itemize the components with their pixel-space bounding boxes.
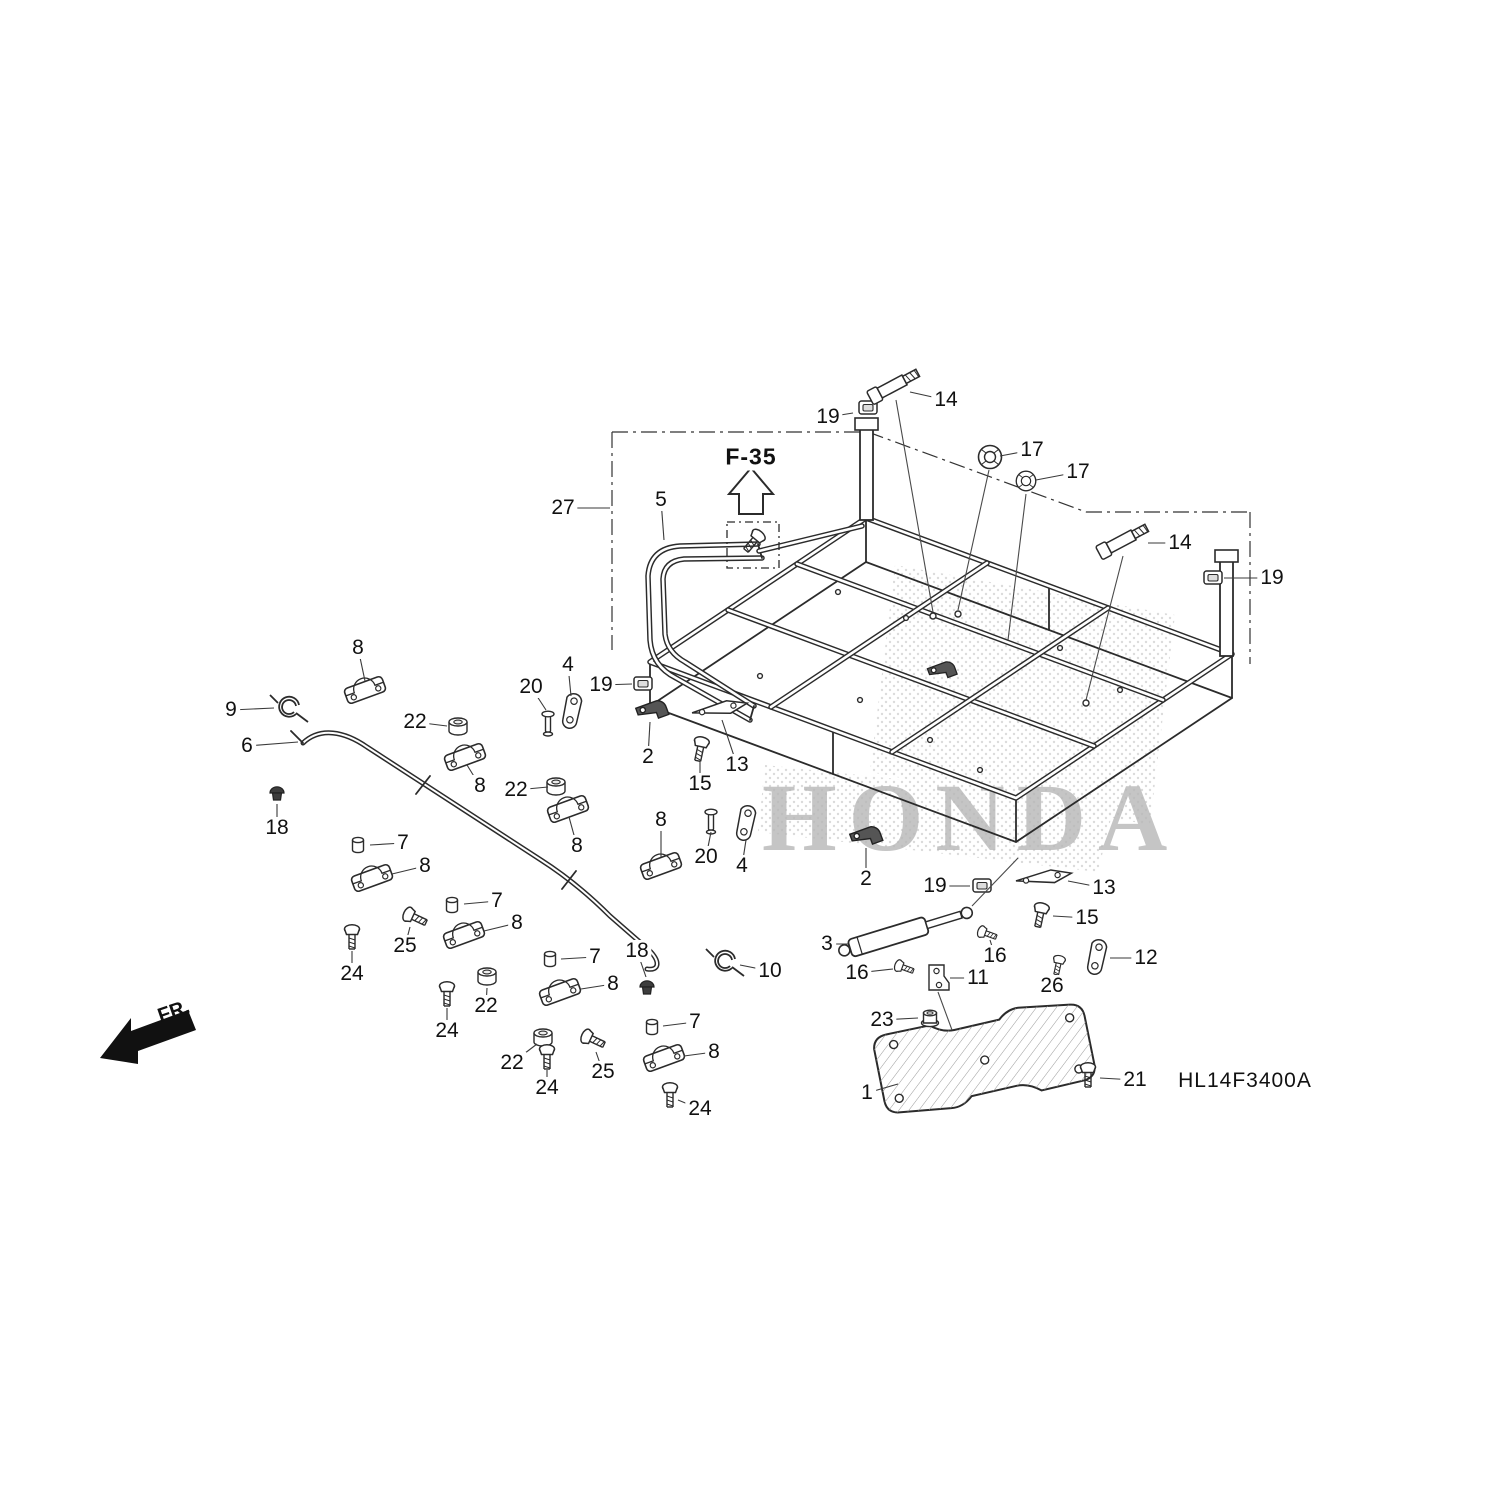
part-callout-25: 25 <box>390 934 420 958</box>
part-callout-20: 20 <box>691 845 721 869</box>
gate-frame <box>645 523 865 723</box>
part-callout-24: 24 <box>685 1097 715 1121</box>
part-callout-27: 27 <box>548 496 578 520</box>
part-callout-9: 9 <box>222 698 240 722</box>
part-callout-4: 4 <box>733 854 751 878</box>
part-callout-22: 22 <box>497 1051 527 1075</box>
part-callout-18: 18 <box>622 939 652 963</box>
part-callout-8: 8 <box>508 911 526 935</box>
part-callout-20: 20 <box>516 675 546 699</box>
part-callout-8: 8 <box>652 808 670 832</box>
halftone-texture <box>758 565 1175 872</box>
part-callout-8: 8 <box>568 834 586 858</box>
fr-arrow <box>100 1010 196 1064</box>
part-callout-13: 13 <box>1089 876 1119 900</box>
part-callout-7: 7 <box>394 831 412 855</box>
part-callout-10: 10 <box>755 959 785 983</box>
part-callout-8: 8 <box>471 774 489 798</box>
part-callout-12: 12 <box>1131 946 1161 970</box>
part-callout-19: 19 <box>586 673 616 697</box>
part-callout-6: 6 <box>238 734 256 758</box>
part-callout-14: 14 <box>1165 531 1195 555</box>
part-callout-26: 26 <box>1037 974 1067 998</box>
part-callout-24: 24 <box>532 1076 562 1100</box>
part-callout-1: 1 <box>858 1081 876 1105</box>
part-callout-16: 16 <box>842 961 872 985</box>
part-callout-15: 15 <box>685 772 715 796</box>
boundary-box <box>611 431 1251 664</box>
part-callout-19: 19 <box>1257 566 1287 590</box>
part-callout-8: 8 <box>416 854 434 878</box>
part-callout-7: 7 <box>488 889 506 913</box>
part-callout-11: 11 <box>964 966 992 990</box>
release-rod <box>290 730 660 972</box>
part-callout-8: 8 <box>349 636 367 660</box>
part-callout-22: 22 <box>501 778 531 802</box>
part-callout-8: 8 <box>604 972 622 996</box>
part-callout-22: 22 <box>400 710 430 734</box>
part-callout-25: 25 <box>588 1060 618 1084</box>
part-callout-19: 19 <box>920 874 950 898</box>
part-callout-17: 17 <box>1063 460 1093 484</box>
diagram-code: HL14F3400A <box>1178 1069 1312 1093</box>
part-callout-14: 14 <box>931 388 961 412</box>
f35-reference-arrow <box>726 466 780 569</box>
part-callout-15: 15 <box>1072 906 1102 930</box>
gas-strut <box>838 906 974 958</box>
part-callout-2: 2 <box>639 745 657 769</box>
part-callout-2: 2 <box>857 867 875 891</box>
part-callout-8: 8 <box>705 1040 723 1064</box>
part-callout-3: 3 <box>818 932 836 956</box>
part-callout-24: 24 <box>337 962 367 986</box>
part-callout-7: 7 <box>586 945 604 969</box>
part-callout-4: 4 <box>559 653 577 677</box>
part-callout-24: 24 <box>432 1019 462 1043</box>
part-callout-23: 23 <box>867 1008 897 1032</box>
bed-frame <box>647 417 1239 844</box>
assembly-guide-lines <box>895 399 1124 1031</box>
part-callout-22: 22 <box>471 994 501 1018</box>
part-callout-16: 16 <box>980 944 1010 968</box>
part-callout-7: 7 <box>686 1010 704 1034</box>
part-callout-21: 21 <box>1120 1068 1150 1092</box>
reference-label: F-35 <box>725 443 777 471</box>
part-callout-13: 13 <box>722 753 752 777</box>
floor-plate <box>870 997 1099 1119</box>
part-callout-5: 5 <box>652 488 670 512</box>
part-callout-18: 18 <box>262 816 292 840</box>
part-callout-19: 19 <box>813 405 843 429</box>
part-callout-17: 17 <box>1017 438 1047 462</box>
